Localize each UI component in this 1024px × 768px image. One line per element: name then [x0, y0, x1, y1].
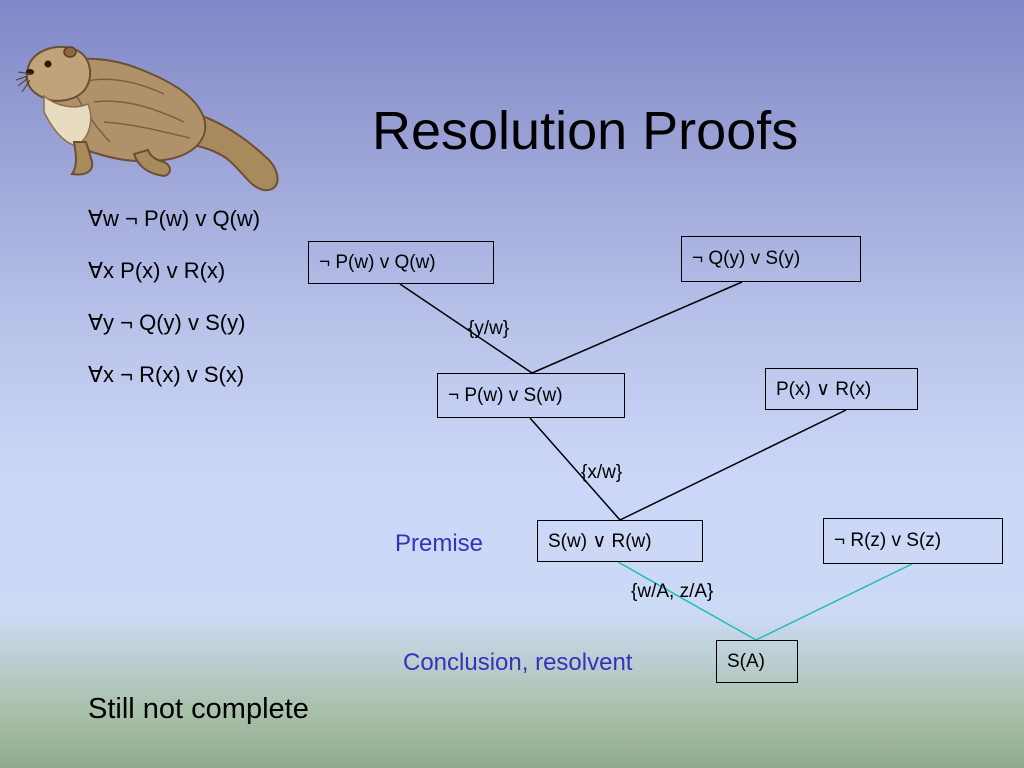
conclusion-annotation: Conclusion, resolvent: [403, 649, 633, 676]
edge-c4-c5: [619, 409, 847, 521]
clause-box: S(A): [716, 640, 798, 683]
substitution-label: {x/w}: [581, 462, 623, 483]
premise-item: ∀y ¬ Q(y) v S(y): [88, 310, 246, 335]
premise-annotation: Premise: [395, 530, 484, 557]
edge-c6-c7: [755, 563, 913, 641]
premise-list: ∀w ¬ P(w) v Q(w) ∀x P(x) v R(x) ∀y ¬ Q(y…: [88, 202, 260, 410]
premise-item: ∀x ¬ R(x) v S(x): [88, 362, 245, 387]
edge-c1-c3: [399, 283, 533, 374]
footer-note: Still not complete: [88, 693, 309, 725]
premise-item: ∀x P(x) v R(x): [88, 258, 226, 283]
clause-box: ¬ R(z) v S(z): [823, 518, 1003, 564]
clause-box: ¬ P(w) v S(w): [437, 373, 625, 418]
edge-c3-c5: [529, 417, 621, 521]
clause-box: S(w) ∨ R(w): [537, 520, 703, 562]
clause-box: ¬ P(w) v Q(w): [308, 241, 494, 284]
slide-title: Resolution Proofs: [372, 101, 799, 161]
edge-c2-c3: [531, 281, 743, 374]
edge-c5-c7: [617, 561, 757, 641]
substitution-label: {w/A, z/A}: [631, 581, 714, 602]
otter-illustration: [15, 45, 279, 192]
clause-box: P(x) ∨ R(x): [765, 368, 918, 410]
substitution-label: {y/w}: [468, 318, 510, 339]
clause-box: ¬ Q(y) v S(y): [681, 236, 861, 282]
premise-item: ∀w ¬ P(w) v Q(w): [88, 206, 261, 231]
